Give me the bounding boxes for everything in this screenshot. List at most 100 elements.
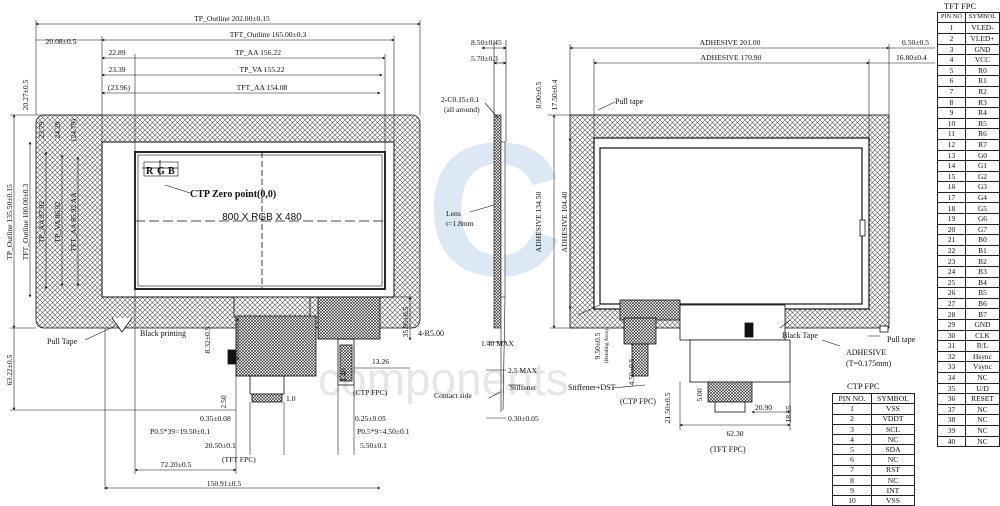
dim-ctp-pin-width: 0.25±0.05 (355, 414, 386, 423)
dim-tft-aa-height: TFT_AA 85.92 AA (69, 192, 78, 252)
dim-tft-thickness: 5.70±0.3 (471, 54, 498, 63)
label-stiffener-dst: Stiffener+DST (568, 383, 616, 392)
dim-max-height: 2.5 MAX (508, 366, 538, 375)
pin-symbol-cell: B0 (964, 234, 1000, 246)
pin-number-cell: 22 (937, 244, 966, 257)
dim-module-thickness: 8.50±0.45 (471, 38, 502, 47)
dim-tft-pitch: P0.5*39=19.50±0.1 (150, 427, 210, 436)
dim-adhesive-right-offset: 0.50±0.5 (902, 38, 929, 47)
label-stiffener: Stiffener (510, 383, 537, 392)
pin-symbol-cell: SDA (871, 444, 915, 456)
pin-number-cell: 21 (937, 234, 966, 246)
pin-symbol-cell: G3 (964, 181, 1000, 193)
pin-number-cell: 39 (937, 424, 966, 437)
pin-symbol-cell: NC (964, 424, 1000, 437)
pin-number-cell: 26 (937, 287, 966, 299)
front-view-dimension-lines (10, 20, 421, 490)
side-view-text: 8.50±0.45 5.70±0.3 2-C0.15±0.1 (all arou… (434, 38, 539, 423)
pin-symbol-cell: R7 (964, 138, 1000, 151)
pin-number-cell: 6 (937, 75, 966, 87)
pin-symbol-cell: R0 (964, 64, 1000, 77)
label-back-ctp-fpc: (CTP FPC) (620, 397, 656, 406)
label-rgb-b: B (168, 166, 175, 177)
pin-symbol-cell: G4 (964, 191, 1000, 204)
dim-tft-aa-offset: (23.96) (108, 83, 131, 92)
pin-number-cell: 8 (832, 474, 872, 486)
dim-fpc-length: 63.22±0.5 (5, 354, 14, 385)
dim-tft-aa-width: TFT_AA 154.08 (237, 83, 288, 92)
pin-number-cell: 2 (937, 33, 966, 45)
pin-symbol-cell: R4 (964, 107, 1000, 119)
dim-ctp-fpc-width: 13.26 (372, 357, 389, 366)
pin-symbol-cell: NC (871, 474, 915, 486)
label-lens: Lens (446, 209, 461, 218)
dim-bending-offset: 9.50±0.5 (593, 332, 602, 359)
label-adhesive-thickness: (T=0.175mm) (846, 359, 892, 368)
pin-number-cell: 31 (937, 340, 966, 352)
pin-symbol-cell: G0 (964, 149, 1000, 162)
pin-symbol-cell: NC (964, 372, 1000, 384)
pin-symbol-cell: G7 (964, 223, 1000, 236)
dim-tft-outline-height: TFT_Outline 100.00±0.3 (21, 184, 30, 261)
tft-fpc-body (235, 315, 317, 377)
dim-tp-va-top: 24.29 (53, 121, 62, 138)
label-rgb-r: R (146, 166, 154, 177)
pin-number-cell: 32 (937, 350, 966, 363)
dim-ctp-fpc-position: 150.91±0.5 (207, 479, 242, 488)
label-contact-side: Contact side (434, 391, 472, 400)
pin-number-cell: 35 (937, 382, 966, 395)
pin-symbol-cell: R3 (964, 96, 1000, 109)
pin-number-cell: 3 (937, 43, 966, 56)
pin-number-cell: 37 (937, 403, 966, 416)
pin-symbol-cell: B5 (964, 287, 1000, 299)
tft-fpc-table-title: TFT FPC (944, 1, 977, 11)
pin-number-cell: 40 (937, 435, 966, 448)
pin-symbol-cell: G5 (964, 202, 1000, 215)
pin-number-cell: 19 (937, 213, 966, 225)
dim-chamfer-note: (all around) (444, 105, 480, 114)
pin-number-cell: 9 (937, 107, 966, 119)
label-ctp-fpc: (CTP FPC) (353, 388, 388, 397)
pin-symbol-cell: R6 (964, 128, 1000, 140)
dim-ctp-pitch: P0.5*9=4.50±0.1 (357, 427, 410, 436)
pin-number-cell: 4 (937, 54, 966, 66)
label-bending-area: (Bending Area) (603, 329, 610, 363)
pin-number-cell: 6 (832, 454, 872, 466)
column-header-pin: PIN NO (937, 11, 966, 24)
pin-symbol-cell: NC (871, 433, 915, 446)
dim-adhesive-inner-top: 17.50±0.4 (550, 79, 559, 110)
dim-fpc-thickness: 0.30±0.05 (508, 414, 539, 423)
back-view (569, 114, 890, 413)
dim-tp-outline-height: TP_Outline 135.50±0.15 (5, 184, 14, 260)
pin-number-cell: 10 (937, 117, 966, 130)
label-adhesive: ADHESIVE (846, 348, 886, 357)
pin-symbol-cell: R1 (964, 75, 1000, 87)
dim-tft-fpc-stiffener: 2.50 (219, 395, 228, 408)
label-corner-radius: 4-R5.00 (418, 329, 444, 338)
pin-symbol-cell: Vsync (964, 361, 1000, 373)
pin-number-cell: 13 (937, 149, 966, 162)
dim-tft-fpc-connector: 20.90 (755, 403, 772, 412)
pin-number-cell: 27 (937, 297, 966, 310)
pin-symbol-cell: CLK (964, 329, 1000, 342)
